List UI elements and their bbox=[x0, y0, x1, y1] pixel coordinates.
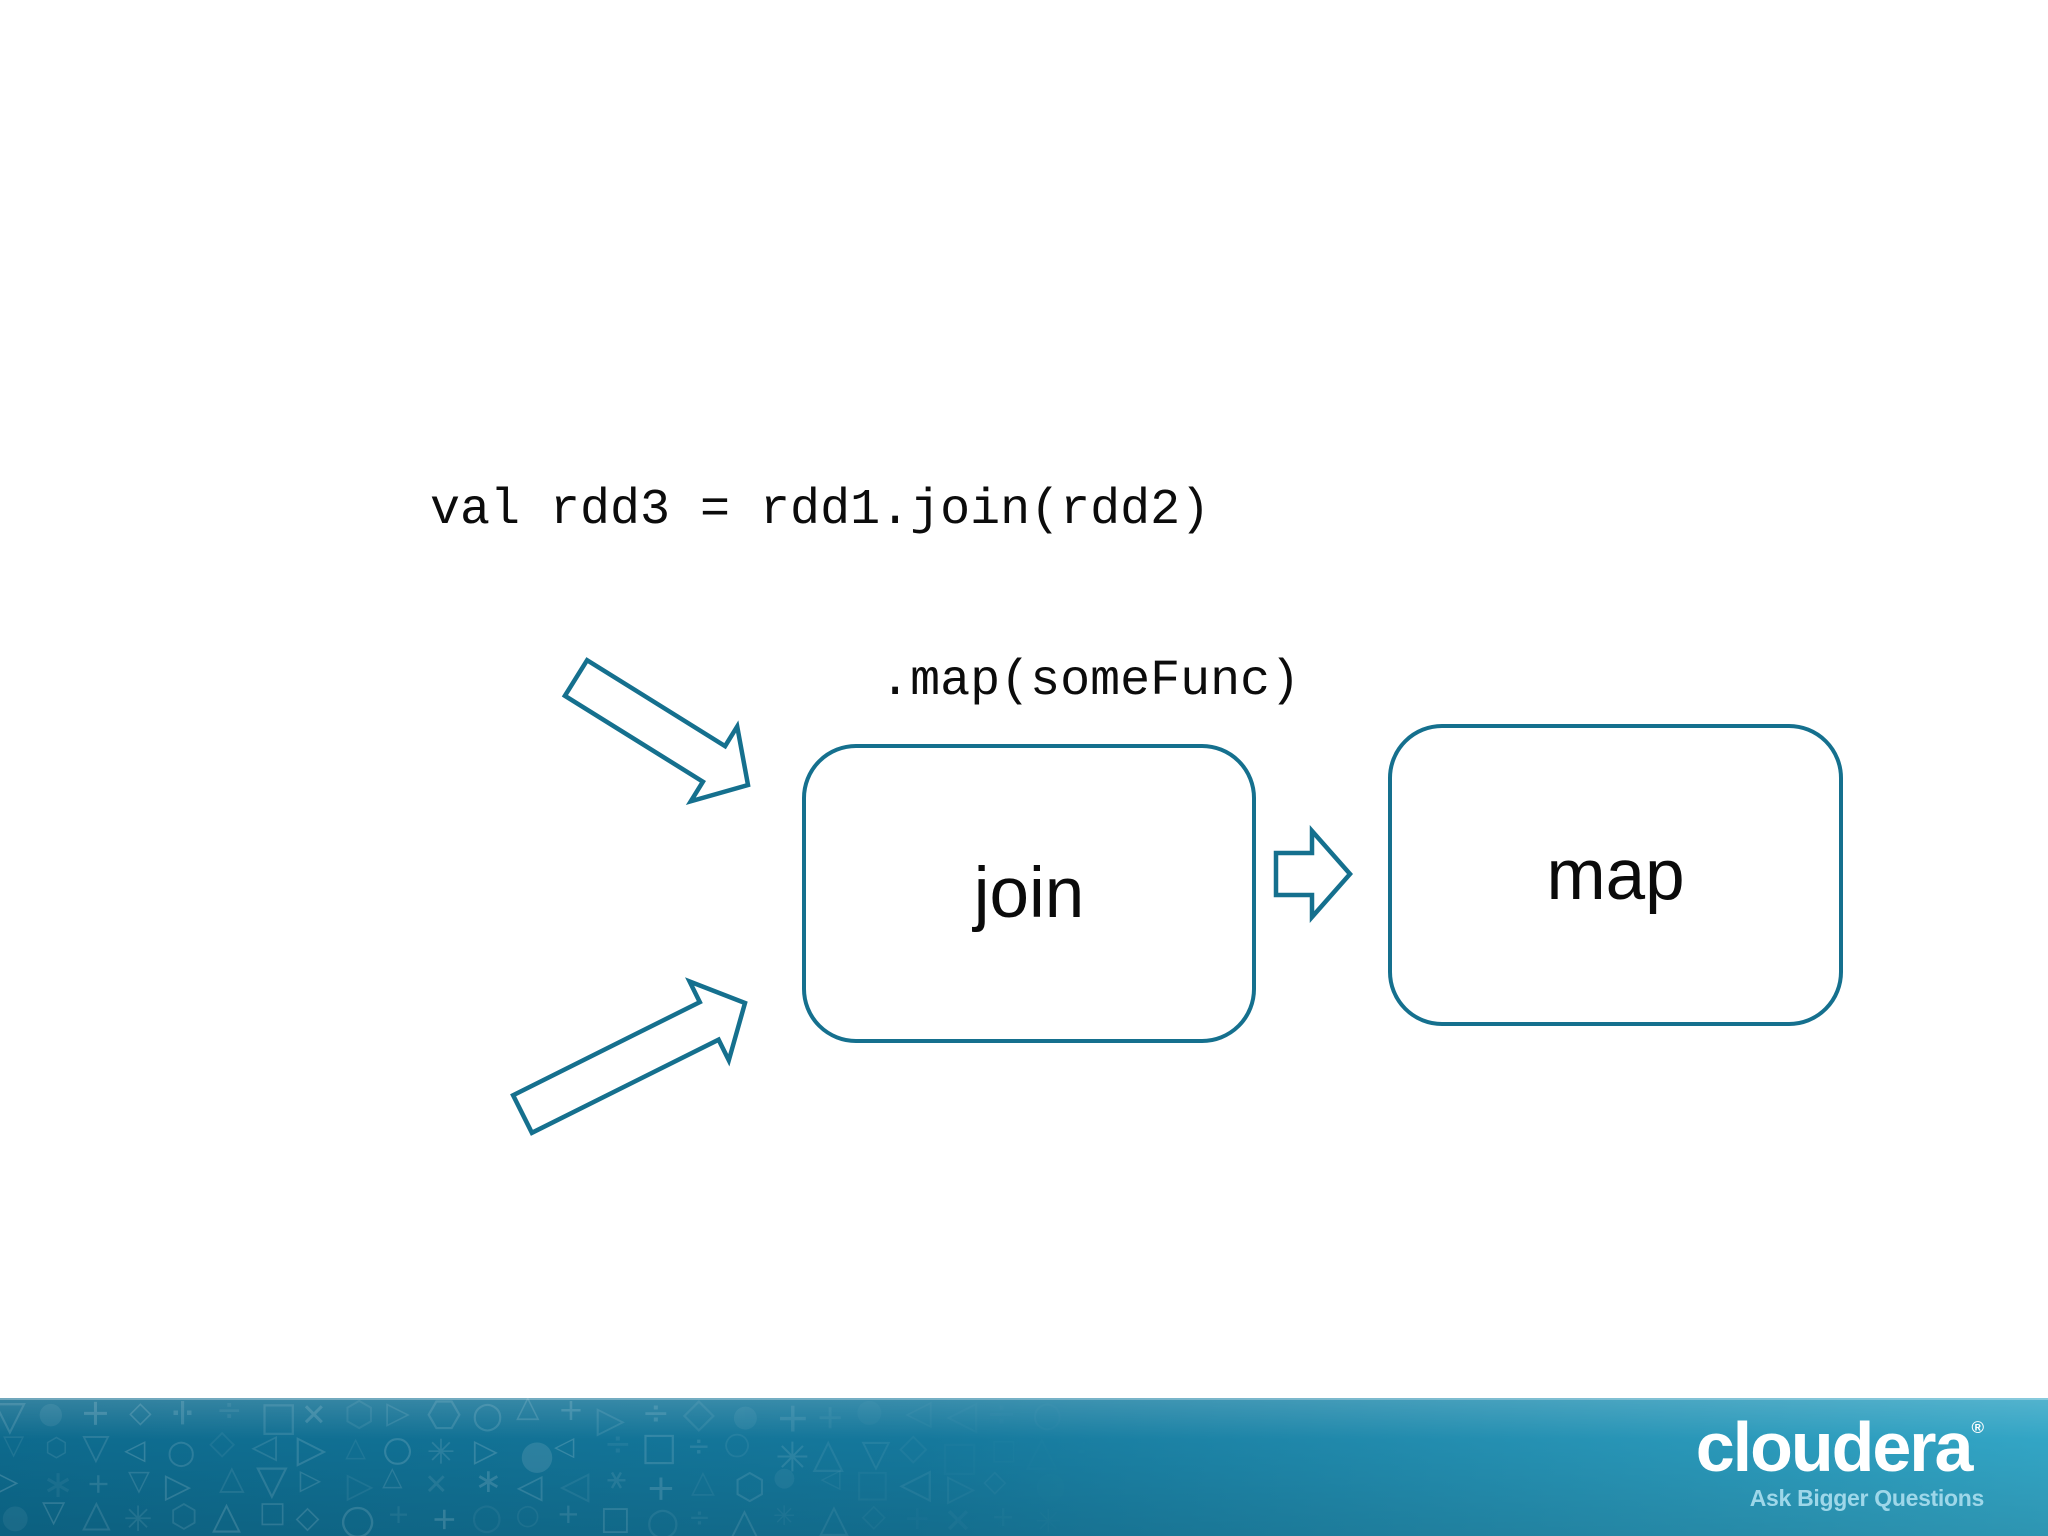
node-join-label: join bbox=[973, 854, 1085, 933]
code-snippet: val rdd3 = rdd1.join(rdd2) .map(someFunc… bbox=[430, 368, 1300, 767]
cloudera-wordmark: cloudera bbox=[1695, 1408, 1974, 1486]
code-line-1: val rdd3 = rdd1.join(rdd2) bbox=[430, 482, 1211, 539]
join-to-map-arrow-icon bbox=[1273, 825, 1354, 923]
footer-pattern: ▷●+◇÷÷□✕⬡▷⬡○▽+▷÷◇●++●◁▷÷○∗▷▽⬡▽◁○◇▽▷△○✳▷●… bbox=[0, 1398, 1149, 1536]
code-line-2: .map(someFunc) bbox=[430, 653, 1301, 710]
brand-tagline: Ask Bigger Questions bbox=[1749, 1485, 1985, 1511]
node-join: join bbox=[802, 744, 1256, 1043]
registered-trademark-icon: ® bbox=[1971, 1418, 1984, 1437]
cloudera-logo: cloudera® Ask Bigger Questions bbox=[1696, 1412, 1985, 1511]
input-arrow-bottom-icon bbox=[510, 977, 748, 1136]
node-map: map bbox=[1388, 724, 1843, 1026]
input-arrow-top-icon bbox=[561, 657, 751, 806]
footer-band: ▷●+◇÷÷□✕⬡▷⬡○▽+▷÷◇●++●◁▷÷○∗▷▽⬡▽◁○◇▽▷△○✳▷●… bbox=[0, 1398, 2048, 1536]
node-map-label: map bbox=[1546, 835, 1685, 915]
